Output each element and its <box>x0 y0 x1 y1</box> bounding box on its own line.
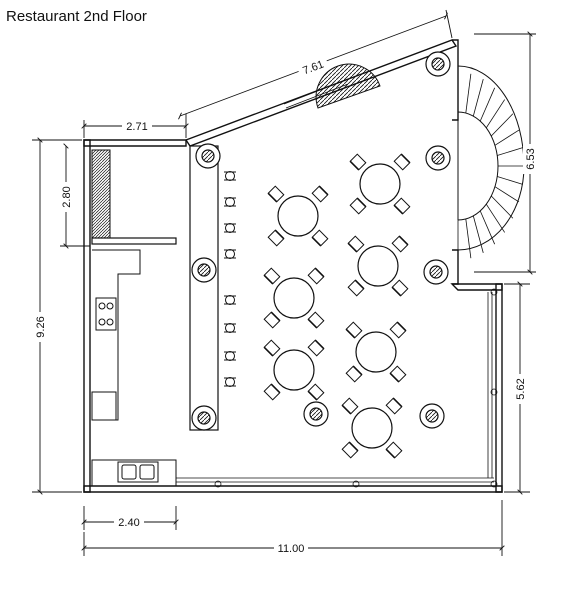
chair <box>307 339 325 357</box>
column-7 <box>303 401 329 427</box>
bar-stool <box>224 351 236 361</box>
chair <box>345 321 363 339</box>
bar-stool <box>224 197 236 207</box>
dim-total-width: 11.00 <box>278 543 305 555</box>
kitchen-brick-wall <box>91 149 111 241</box>
chair <box>347 279 365 297</box>
chair <box>263 339 281 357</box>
chair <box>341 441 359 459</box>
chair <box>307 311 325 329</box>
chair <box>389 365 407 383</box>
chair <box>385 397 403 415</box>
sink-counter <box>91 459 177 487</box>
dim-kitchen-width: 2.40 <box>118 517 139 529</box>
wall-right <box>495 283 503 493</box>
chair <box>263 267 281 285</box>
chair <box>341 397 359 415</box>
fridge <box>91 391 117 421</box>
bar-stool <box>224 295 236 305</box>
chair <box>393 153 411 171</box>
wall-top-left <box>83 139 187 147</box>
sink <box>117 461 159 483</box>
dining-tables <box>263 153 411 459</box>
column-1 <box>195 143 221 169</box>
dim-left-wall: 9.26 <box>35 316 47 337</box>
chair <box>263 383 281 401</box>
dim-stair-height: 6.53 <box>525 148 537 169</box>
dim-top-left-wall: 2.71 <box>126 121 147 133</box>
chair <box>391 235 409 253</box>
dim-right-wall: 5.62 <box>515 378 527 399</box>
dim-kitchen-height: 2.80 <box>61 186 73 207</box>
chair <box>391 279 409 297</box>
chair <box>311 229 329 247</box>
dining-table <box>263 339 325 401</box>
column-8 <box>419 403 445 429</box>
dining-table <box>341 397 403 459</box>
bar-stool <box>224 249 236 259</box>
chair <box>349 153 367 171</box>
column-5 <box>425 145 451 171</box>
bar-stool <box>224 377 236 387</box>
chair <box>347 235 365 253</box>
dim-top-wall: 7.61 <box>301 59 325 78</box>
chair <box>267 185 285 203</box>
chair <box>393 197 411 215</box>
chair <box>389 321 407 339</box>
bar-counter <box>189 145 219 431</box>
chair <box>267 229 285 247</box>
wall-upper-right <box>452 39 459 121</box>
bar <box>189 145 219 431</box>
stove <box>95 297 117 331</box>
dining-table <box>345 321 407 383</box>
dining-table <box>263 267 325 329</box>
chair <box>345 365 363 383</box>
column-2 <box>191 257 217 283</box>
chair <box>311 185 329 203</box>
bar-stool <box>224 223 236 233</box>
plan-title: Restaurant 2nd Floor <box>6 8 147 25</box>
column-6 <box>423 259 449 285</box>
spiral-staircase <box>457 65 525 260</box>
chair <box>263 311 281 329</box>
wall-bottom <box>83 485 503 493</box>
bar-stool <box>224 171 236 181</box>
chair <box>385 441 403 459</box>
wall-left <box>83 139 91 493</box>
dining-table <box>349 153 411 215</box>
dining-table <box>347 235 409 297</box>
column-4 <box>425 51 451 77</box>
chair <box>307 383 325 401</box>
column-3 <box>191 405 217 431</box>
chair <box>307 267 325 285</box>
bar-stools <box>224 171 236 387</box>
kitchen <box>91 149 177 487</box>
chair <box>349 197 367 215</box>
bar-stool <box>224 323 236 333</box>
dining-table <box>267 185 329 247</box>
